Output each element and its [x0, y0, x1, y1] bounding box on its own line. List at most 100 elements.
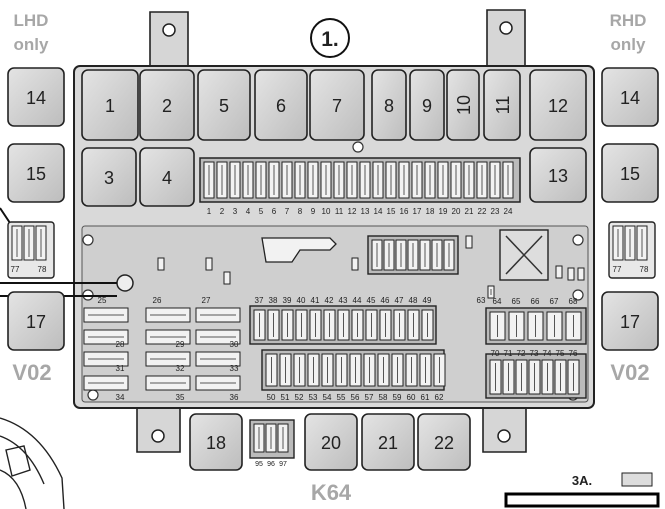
lhd-connectors [7, 67, 65, 351]
fuse-34 [83, 375, 129, 391]
fuse-label-68: 68 [569, 297, 578, 306]
fuse-66 [527, 311, 544, 341]
fuse-label-21: 21 [465, 207, 474, 216]
relay-21-label: 21 [378, 433, 398, 453]
fuse-97 [277, 423, 289, 453]
relay-11: 11 [483, 69, 521, 141]
fuse-61 [419, 353, 432, 387]
fuse-31 [83, 351, 129, 367]
relay-5-label: 5 [219, 96, 229, 116]
fuse-label-5: 5 [259, 207, 264, 216]
rhd-side-fuse [624, 225, 636, 261]
lhd-fuse-label-78: 78 [38, 265, 47, 274]
fuse-label-35: 35 [176, 393, 185, 402]
fuse-64 [489, 311, 506, 341]
fuse-20 [450, 161, 462, 199]
fuse-label-50: 50 [267, 393, 276, 402]
lhd-connector-14: 14 [26, 88, 46, 108]
rhd-connector-15: 15 [620, 164, 640, 184]
fuse-9 [307, 161, 319, 199]
lhd-connector-15: 15 [26, 164, 46, 184]
fuse-75 [554, 359, 567, 395]
fuse-label-2: 2 [220, 207, 225, 216]
fuse-24 [502, 161, 514, 199]
fuse-55 [335, 353, 348, 387]
rhd-label-line2: only [611, 35, 646, 54]
fuse-label-49: 49 [423, 296, 432, 305]
fuse-label-8: 8 [298, 207, 303, 216]
fuse-label-24: 24 [504, 207, 513, 216]
small-fuse [567, 267, 575, 281]
rhd-connector-14: 14 [620, 88, 640, 108]
fuse-label-67: 67 [550, 297, 559, 306]
right-code: V02 [610, 360, 649, 385]
fuse-21 [463, 161, 475, 199]
fuse-label-70: 70 [491, 349, 500, 358]
fuse-label-64: 64 [493, 297, 502, 306]
fuse-label-95: 95 [255, 461, 263, 468]
fuse-96 [265, 423, 277, 453]
fuse-label-29: 29 [176, 340, 185, 349]
fuse-11 [333, 161, 345, 199]
fuse-48 [407, 309, 420, 341]
relay-18: 18 [189, 413, 243, 471]
bottom-code: K64 [311, 480, 352, 505]
fuse-label-37: 37 [255, 296, 264, 305]
fuse-39 [281, 309, 294, 341]
fuse-label-7: 7 [285, 207, 290, 216]
relay-10: 10 [446, 69, 480, 141]
fuse-label-3: 3 [233, 207, 238, 216]
fuses [11, 161, 648, 453]
fuse-25 [83, 307, 129, 323]
fuse-label-23: 23 [491, 207, 500, 216]
fuse-49 [421, 309, 434, 341]
relay-8: 8 [371, 69, 407, 141]
fuse-12 [346, 161, 358, 199]
fuse-label-51: 51 [281, 393, 290, 402]
relay-10-label: 10 [454, 95, 474, 115]
fuse-label-59: 59 [393, 393, 402, 402]
fuse-46 [379, 309, 392, 341]
small-fuse [205, 257, 213, 271]
relay-13-label: 13 [548, 166, 568, 186]
fuse-label-60: 60 [407, 393, 416, 402]
left-code: V02 [12, 360, 51, 385]
fuse-47 [393, 309, 406, 341]
fuse-27 [195, 307, 241, 323]
relay-4: 4 [139, 147, 195, 207]
fuse-label-46: 46 [381, 296, 390, 305]
rhd-fuse-label-78: 78 [640, 265, 649, 274]
fuse-10 [320, 161, 332, 199]
relay-12-label: 12 [548, 96, 568, 116]
fuse-label-11: 11 [335, 207, 344, 216]
fuse-41 [309, 309, 322, 341]
figure-ref: 3A. [572, 473, 592, 488]
fuse-label-52: 52 [295, 393, 304, 402]
small-fuse [223, 271, 231, 285]
fuse-label-16: 16 [400, 207, 409, 216]
fuse-54 [321, 353, 334, 387]
fuse-60 [405, 353, 418, 387]
relay-13: 13 [529, 147, 587, 203]
relay-3-label: 3 [104, 168, 114, 188]
fuse-15 [385, 161, 397, 199]
fuse-71 [502, 359, 515, 395]
fuse-label-97: 97 [279, 461, 287, 468]
fuse-label-73: 73 [530, 349, 539, 358]
fuse-label-62: 62 [435, 393, 444, 402]
fuse-label-34: 34 [116, 393, 125, 402]
fuse-51 [279, 353, 292, 387]
fuse-label-14: 14 [374, 207, 383, 216]
fuse-8 [294, 161, 306, 199]
fuse-38 [267, 309, 280, 341]
relay-22: 22 [417, 413, 471, 471]
fuse-label-47: 47 [395, 296, 404, 305]
relay-8-label: 8 [384, 96, 394, 116]
fuse-18 [424, 161, 436, 199]
fuse-label-32: 32 [176, 364, 185, 373]
lhd-side-fuse [11, 225, 23, 261]
rhd-side-fuse [636, 225, 648, 261]
fuse-label-75: 75 [556, 349, 565, 358]
